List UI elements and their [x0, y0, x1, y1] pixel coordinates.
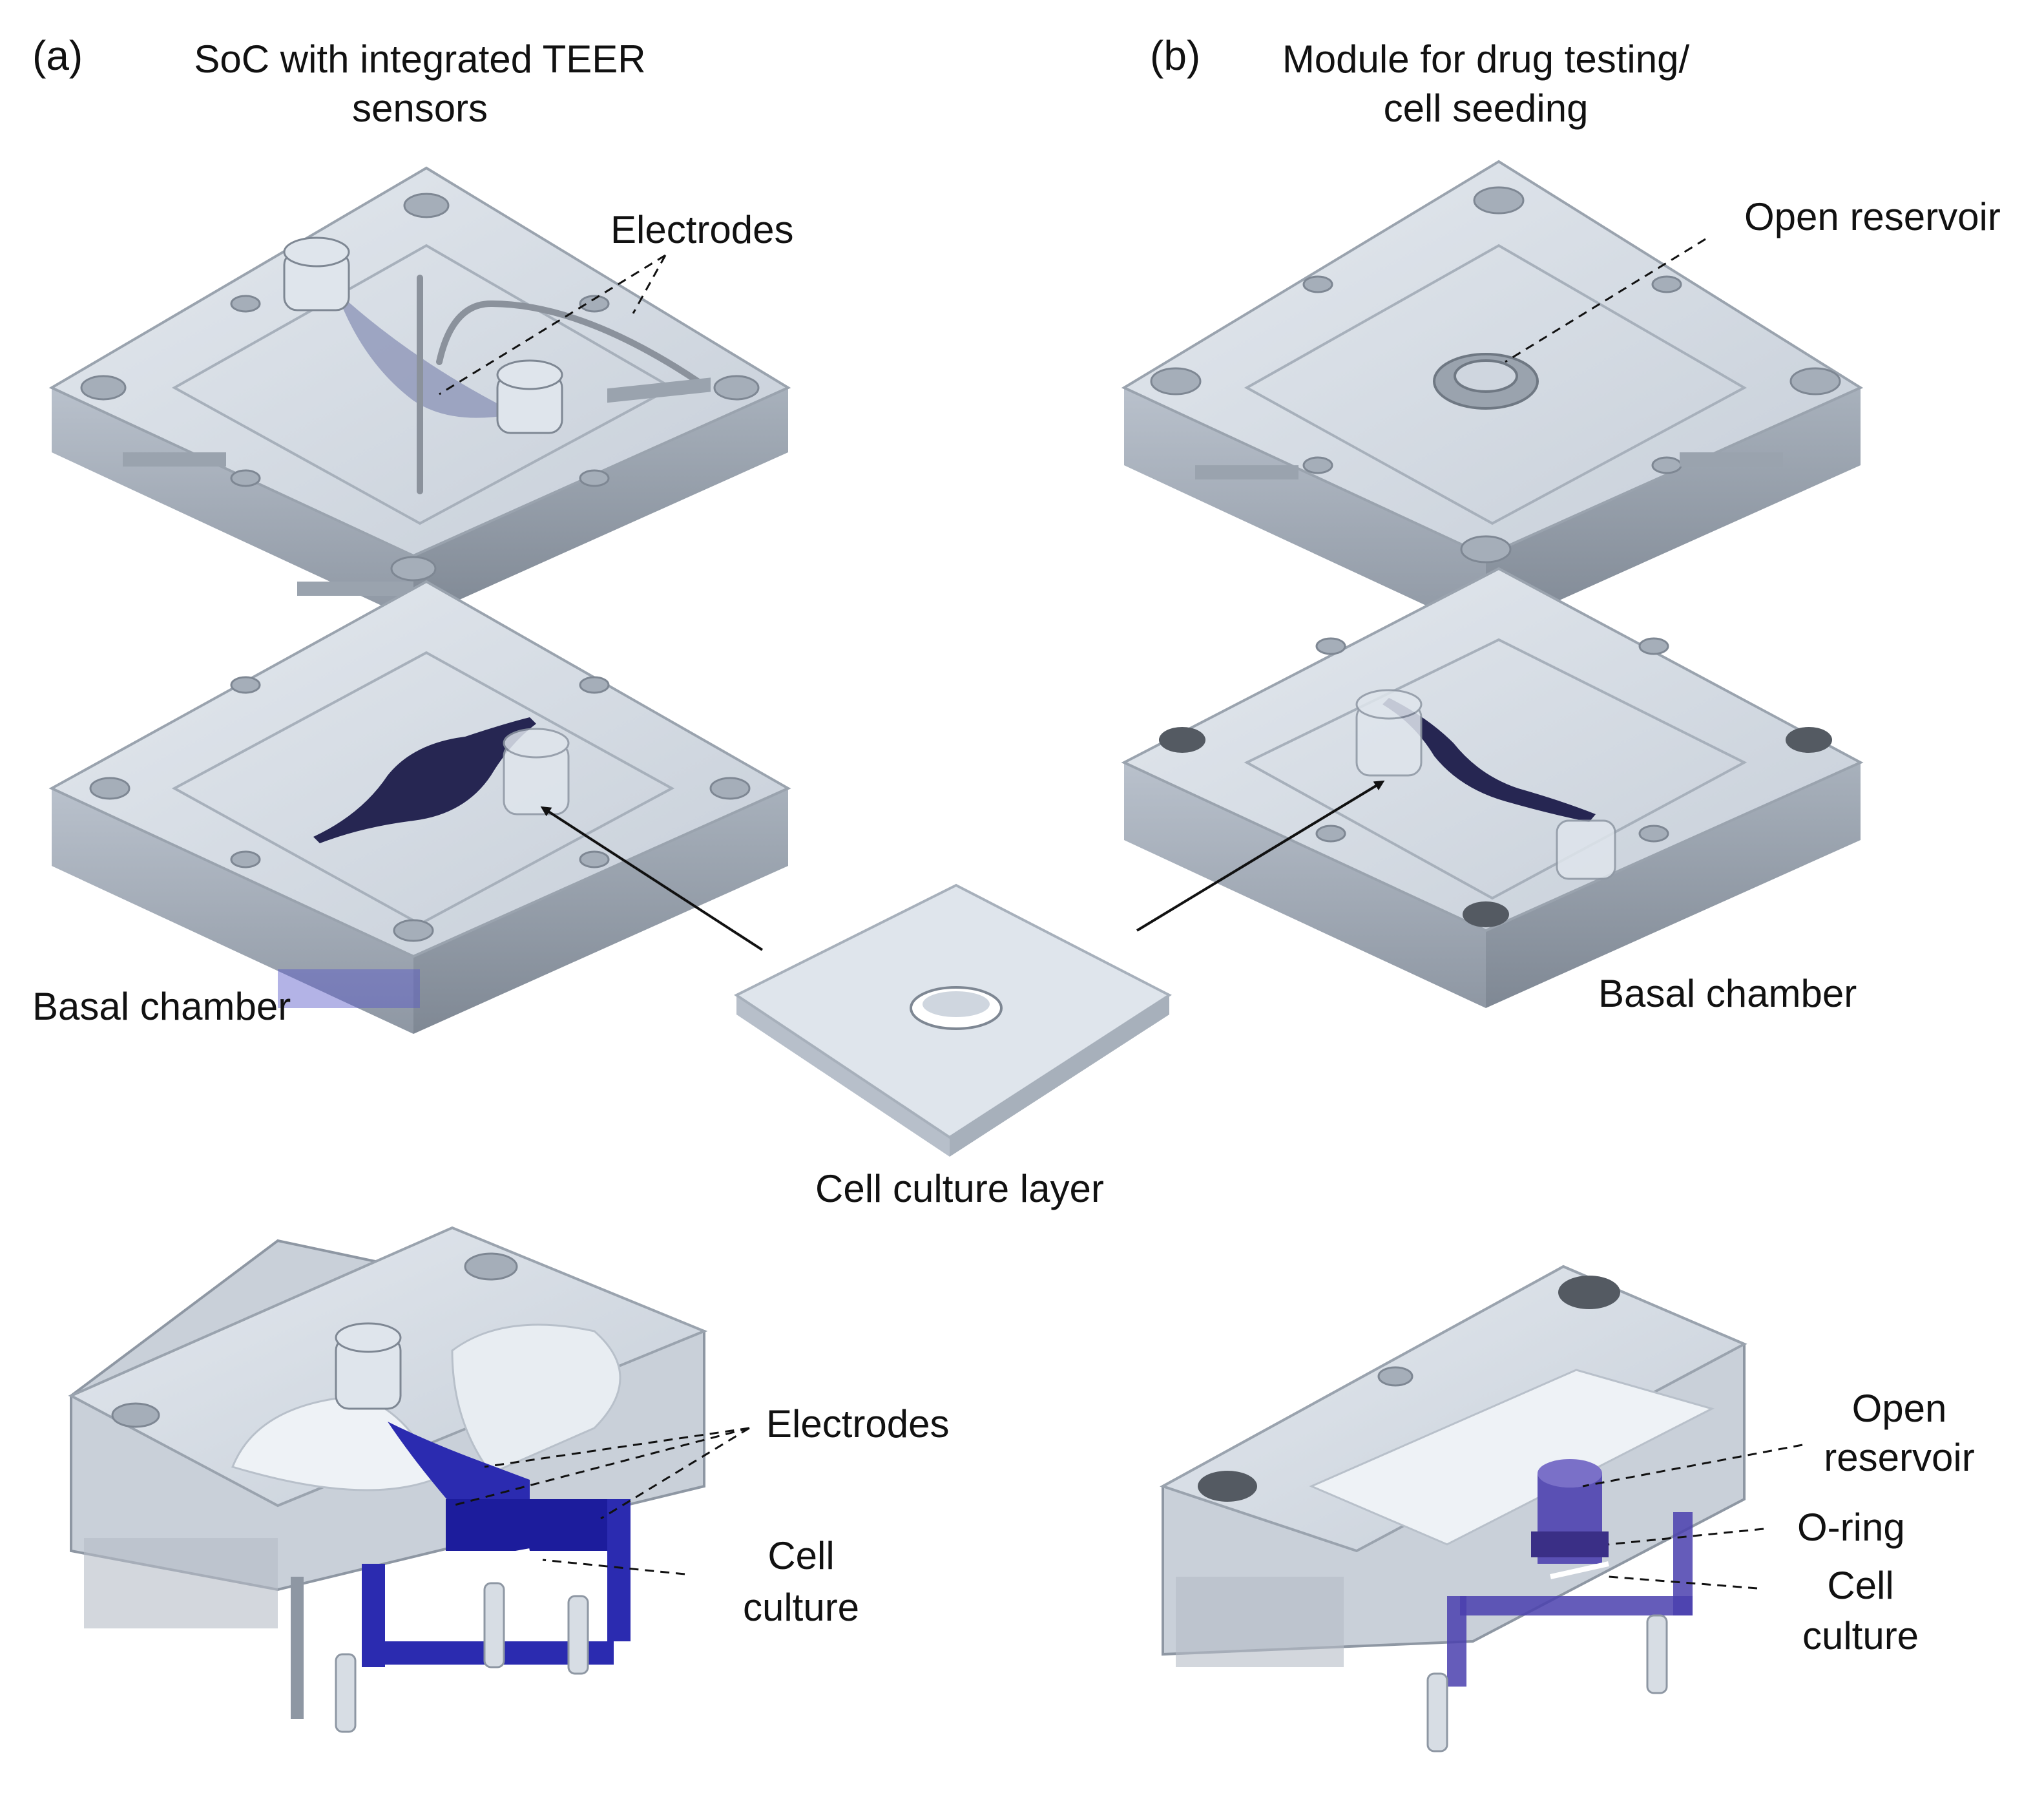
o-ring [1531, 1531, 1609, 1557]
arrow-to-soc [540, 806, 764, 951]
open-reservoir-icon [1433, 353, 1539, 410]
module-basal-chamber [1121, 567, 1864, 1008]
label-basal-chamber-b: Basal chamber [1598, 972, 1857, 1015]
basal-channel [313, 717, 536, 843]
label-open-reservoir-top: Open reservoir [1744, 195, 2001, 238]
membrane-insert-icon [910, 986, 1003, 1030]
cell-culture-line [458, 1548, 530, 1566]
basal-channel [1382, 698, 1596, 822]
module-cross-section [1160, 1265, 1747, 1752]
panel-b-title-line2: cell seeding [1383, 87, 1589, 130]
arrow-to-module [1136, 780, 1385, 932]
blue-channel [388, 1422, 530, 1506]
label-cell-culture-b-line1: Cell [1827, 1564, 1894, 1607]
soc-top-lid [48, 166, 791, 620]
fluid-port-icon [335, 1322, 402, 1410]
soc-basal-chamber [48, 580, 791, 1034]
label-o-ring: O-ring [1797, 1506, 1905, 1549]
label-electrodes-section: Electrodes [766, 1402, 950, 1446]
label-cell-culture-b-line2: culture [1802, 1614, 1919, 1657]
panel-b-title-line1: Module for drug testing/ [1282, 37, 1690, 81]
label-electrodes-top: Electrodes [610, 208, 794, 251]
panel-a-title-line1: SoC with integrated TEER [194, 37, 646, 81]
cell-culture-line [1550, 1561, 1609, 1579]
module-top-lid [1121, 160, 1864, 633]
label-basal-chamber-a: Basal chamber [32, 985, 291, 1028]
fluid-port-icon [283, 237, 563, 434]
label-cell-culture-a-line1: Cell [767, 1534, 835, 1577]
label-cell-culture-layer: Cell culture layer [815, 1167, 1104, 1210]
label-open-reservoir-section-line2: reservoir [1824, 1436, 1975, 1479]
leader-lines [439, 238, 1803, 1590]
panel-a-letter: (a) [32, 32, 83, 79]
soc-cross-section [68, 1226, 708, 1733]
label-open-reservoir-section-line1: Open [1851, 1387, 1947, 1430]
panel-b-letter: (b) [1150, 32, 1201, 79]
cell-culture-layer [734, 883, 1172, 1157]
panel-a-title-line2: sensors [351, 87, 488, 130]
label-cell-culture-a-line2: culture [742, 1586, 860, 1629]
